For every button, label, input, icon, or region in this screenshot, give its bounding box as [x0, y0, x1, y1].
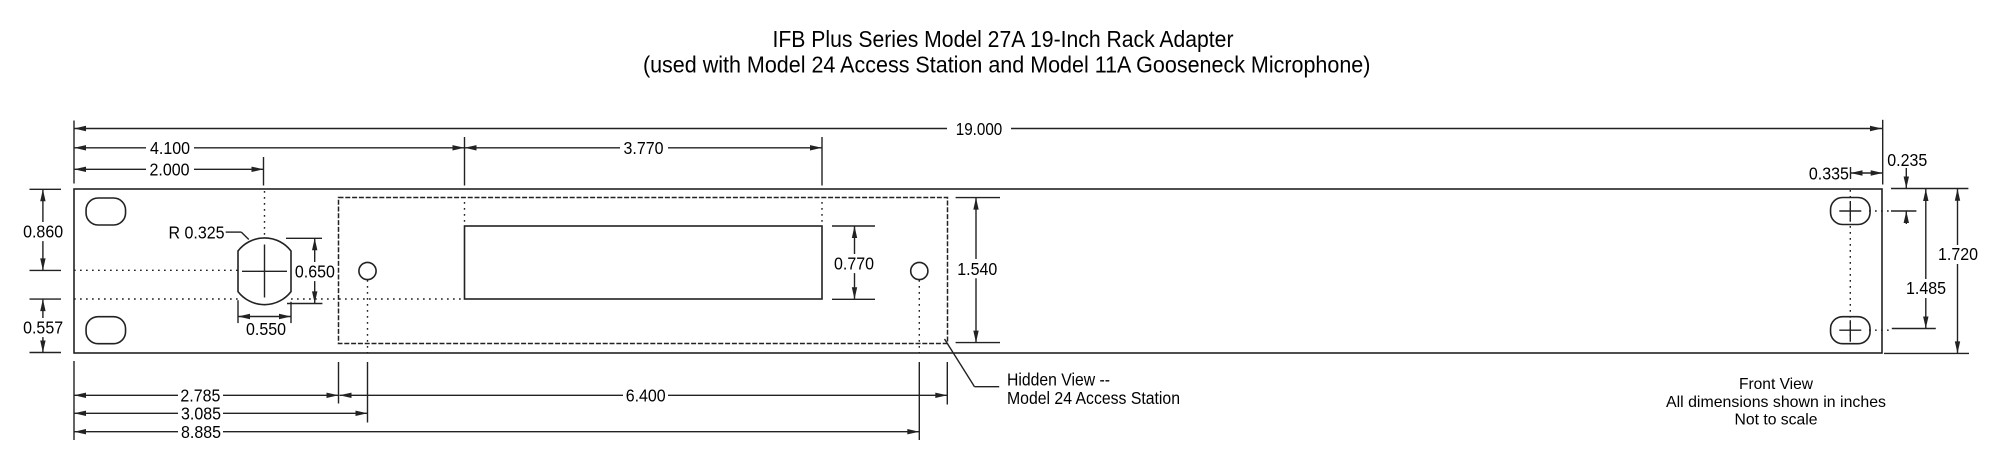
svg-text:R 0.325: R 0.325: [169, 222, 225, 242]
svg-text:2.785: 2.785: [180, 385, 220, 405]
svg-text:0.860: 0.860: [23, 222, 63, 242]
svg-text:Hidden View --: Hidden View --: [1007, 369, 1110, 389]
svg-text:Front View: Front View: [1739, 376, 1813, 393]
svg-text:0.550: 0.550: [246, 319, 286, 339]
svg-text:19.000: 19.000: [956, 119, 1003, 139]
svg-text:Not to scale: Not to scale: [1735, 412, 1818, 429]
svg-text:2.000: 2.000: [150, 159, 190, 179]
svg-text:3.085: 3.085: [181, 403, 221, 423]
svg-text:(used with Model 24 Access Sta: (used with Model 24 Access Station and M…: [643, 52, 1371, 78]
svg-text:0.557: 0.557: [23, 318, 63, 338]
svg-text:0.650: 0.650: [295, 262, 335, 282]
svg-text:4.100: 4.100: [150, 138, 190, 158]
svg-text:All dimensions shown in inches: All dimensions shown in inches: [1666, 394, 1886, 411]
svg-text:0.770: 0.770: [834, 254, 874, 274]
svg-text:8.885: 8.885: [181, 422, 221, 442]
svg-text:1.485: 1.485: [1906, 278, 1946, 298]
svg-text:0.235: 0.235: [1887, 150, 1927, 170]
svg-text:Model 24 Access Station: Model 24 Access Station: [1007, 388, 1180, 408]
svg-text:1.540: 1.540: [957, 259, 997, 279]
svg-text:IFB Plus Series Model 27A 19-I: IFB Plus Series Model 27A 19-Inch Rack A…: [773, 26, 1234, 52]
svg-text:1.720: 1.720: [1938, 244, 1978, 264]
svg-text:0.335: 0.335: [1809, 163, 1849, 183]
svg-text:3.770: 3.770: [624, 138, 664, 158]
svg-text:6.400: 6.400: [626, 385, 666, 405]
